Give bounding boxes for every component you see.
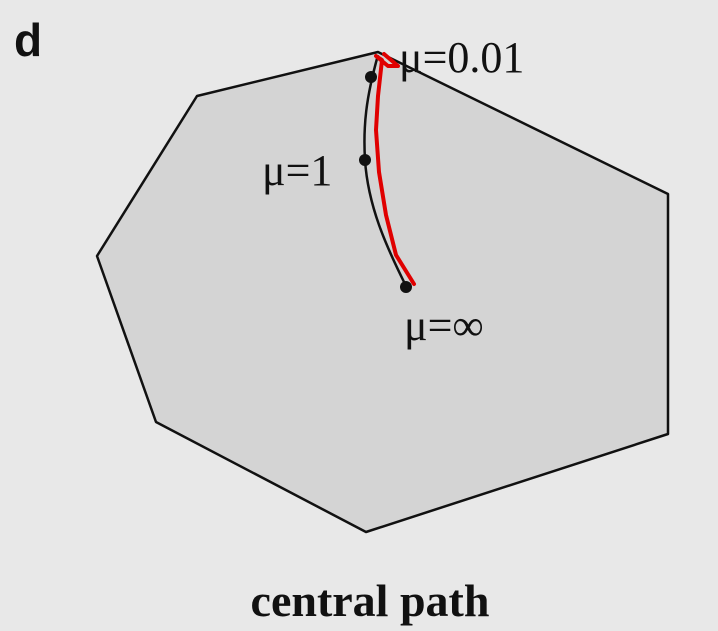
point-mu-0-01	[365, 71, 377, 83]
label-mu-1: μ=1	[262, 146, 332, 195]
label-mu-0-01: μ=0.01	[399, 33, 524, 82]
point-mu-inf	[400, 281, 412, 293]
diagram-caption: central path	[251, 575, 490, 626]
feasible-polygon	[95, 50, 670, 534]
approximate-path-curve	[374, 52, 416, 286]
panel-label: d	[14, 14, 42, 66]
point-mu-1	[359, 154, 371, 166]
label-mu-inf: μ=∞	[404, 301, 484, 350]
